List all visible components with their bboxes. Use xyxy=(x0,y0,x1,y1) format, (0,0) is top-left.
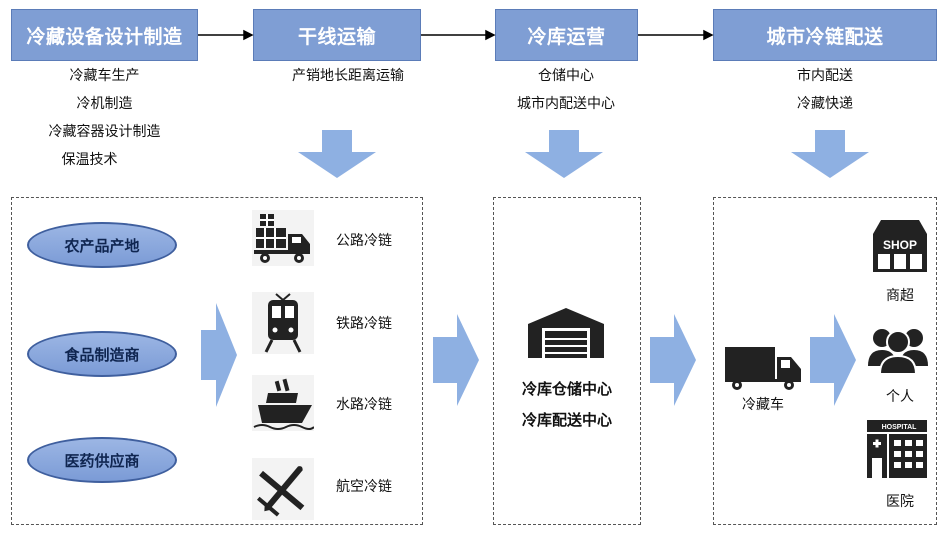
stage-item: 市内配送 xyxy=(797,68,853,84)
destination-label-people: 个人 xyxy=(886,389,914,405)
airplane-icon xyxy=(252,458,314,520)
stage-item: 冷藏快递 xyxy=(797,96,853,112)
stage-items-city: 市内配送 冷藏快递 xyxy=(713,62,937,118)
stage-item: 冷藏容器设计制造 xyxy=(48,124,161,140)
stage-box-city-delivery: 城市冷链配送 xyxy=(713,9,937,61)
train-icon xyxy=(252,292,314,354)
warehouse-line-storage: 冷库仓储中心 xyxy=(521,380,612,398)
destination-label-shop: 商超 xyxy=(886,288,914,304)
source-oval-food-maker: 食品制造商 xyxy=(27,331,177,377)
transport-mode-road: 公路冷链 xyxy=(336,233,392,249)
stage-items-equipment: 冷藏车生产 冷机制造 冷藏容器设计制造 保温技术 xyxy=(11,62,198,174)
source-oval-pharma: 医药供应商 xyxy=(27,437,177,483)
truck-cargo-icon xyxy=(252,210,314,266)
transport-mode-air: 航空冷链 xyxy=(336,479,392,495)
panel-warehouse xyxy=(493,197,641,525)
refrigerated-truck-icon xyxy=(725,347,801,390)
stage-item: 冷机制造 xyxy=(76,96,133,112)
stage-box-equipment: 冷藏设备设计制造 xyxy=(11,9,198,61)
warehouse-line-distribution: 冷库配送中心 xyxy=(521,411,612,429)
down-arrows xyxy=(298,130,869,178)
source-oval-farm: 农产品产地 xyxy=(27,222,177,268)
stage-box-cold-storage: 冷库运营 xyxy=(495,9,638,61)
shop-icon-text: SHOP xyxy=(883,238,917,252)
transport-mode-water: 水路冷链 xyxy=(336,397,392,413)
panel-sources-transport xyxy=(11,197,423,525)
warehouse-icon xyxy=(528,308,604,358)
shop-icon: SHOP xyxy=(873,220,927,272)
stage-item: 仓储中心 xyxy=(538,68,594,84)
people-icon xyxy=(868,329,928,374)
vehicle-label: 冷藏车 xyxy=(742,397,784,413)
hospital-icon-text: HOSPITAL xyxy=(882,424,918,431)
stage-items-trunk: 产销地长距离运输 xyxy=(253,62,443,90)
stage-item: 产销地长距离运输 xyxy=(292,68,404,84)
stage-item: 保温技术 xyxy=(61,152,118,168)
transport-mode-rail: 铁路冷链 xyxy=(336,316,392,332)
stage-connector-arrows xyxy=(198,29,714,41)
stage-item: 城市内配送中心 xyxy=(517,96,615,112)
panel-city-delivery xyxy=(713,197,937,525)
stage-item: 冷藏车生产 xyxy=(69,68,140,84)
ship-icon xyxy=(252,375,314,431)
stage-items-storage: 仓储中心 城市内配送中心 xyxy=(480,62,652,118)
destination-label-hospital: 医院 xyxy=(886,494,914,510)
hospital-icon: HOSPITAL xyxy=(867,420,927,478)
